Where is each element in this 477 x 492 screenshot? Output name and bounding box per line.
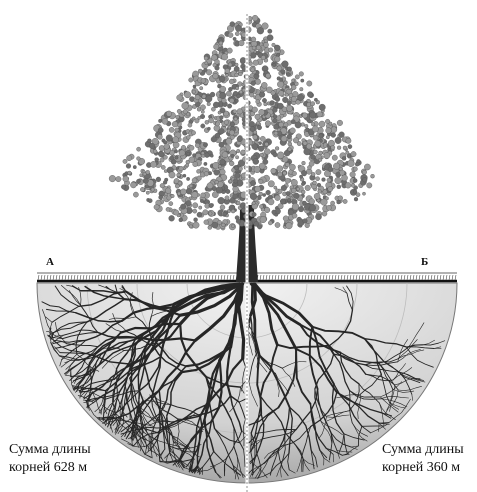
marker-a: А <box>46 256 54 268</box>
left-caption: Сумма длины корней 628 м <box>9 441 91 477</box>
left-caption-line1: Сумма длины <box>9 441 91 459</box>
right-caption-line1: Сумма длины <box>382 441 464 459</box>
left-caption-line2: корней 628 м <box>9 459 91 477</box>
marker-b: Б <box>421 256 428 268</box>
right-caption: Сумма длины корней 360 м <box>382 441 464 477</box>
right-caption-line2: корней 360 м <box>382 459 464 477</box>
tree-crown <box>109 15 374 230</box>
